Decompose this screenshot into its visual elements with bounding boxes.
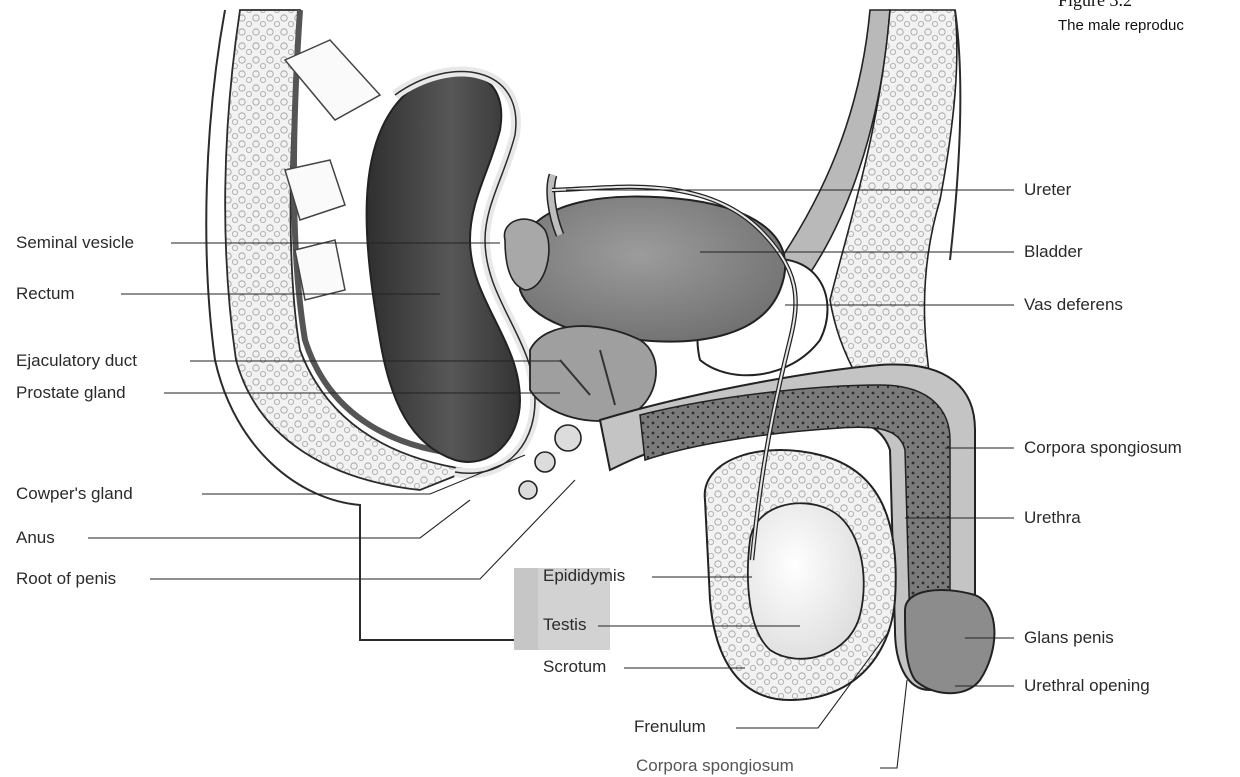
label-ureter: Ureter	[1024, 180, 1071, 200]
label-testis: Testis	[543, 615, 586, 635]
label-corpora-spongiosum-bottom: Corpora spongiosum	[636, 756, 794, 776]
label-rectum: Rectum	[16, 284, 75, 304]
figure-number: Figure 3.2	[1058, 0, 1132, 11]
rectum	[367, 74, 520, 462]
figure-caption: The male reproduc	[1058, 17, 1184, 34]
glans-penis	[905, 590, 994, 693]
label-glans-penis: Glans penis	[1024, 628, 1114, 648]
testis	[748, 503, 864, 659]
label-corpora-spongiosum-right: Corpora spongiosum	[1024, 438, 1182, 458]
label-vas-deferens: Vas deferens	[1024, 295, 1123, 315]
label-seminal-vesicle: Seminal vesicle	[16, 233, 134, 253]
label-bladder: Bladder	[1024, 242, 1083, 262]
cowpers-gland	[555, 425, 581, 451]
label-anus: Anus	[16, 528, 55, 548]
label-urethra: Urethra	[1024, 508, 1081, 528]
label-urethral-opening: Urethral opening	[1024, 676, 1150, 696]
label-cowpers-gland: Cowper's gland	[16, 484, 133, 504]
label-frenulum: Frenulum	[634, 717, 706, 737]
label-scrotum: Scrotum	[543, 657, 606, 677]
label-ejaculatory-duct: Ejaculatory duct	[16, 351, 137, 371]
label-prostate-gland: Prostate gland	[16, 383, 126, 403]
label-epididymis: Epididymis	[543, 566, 625, 586]
prostate-gland	[530, 326, 656, 421]
label-root-of-penis: Root of penis	[16, 569, 116, 589]
